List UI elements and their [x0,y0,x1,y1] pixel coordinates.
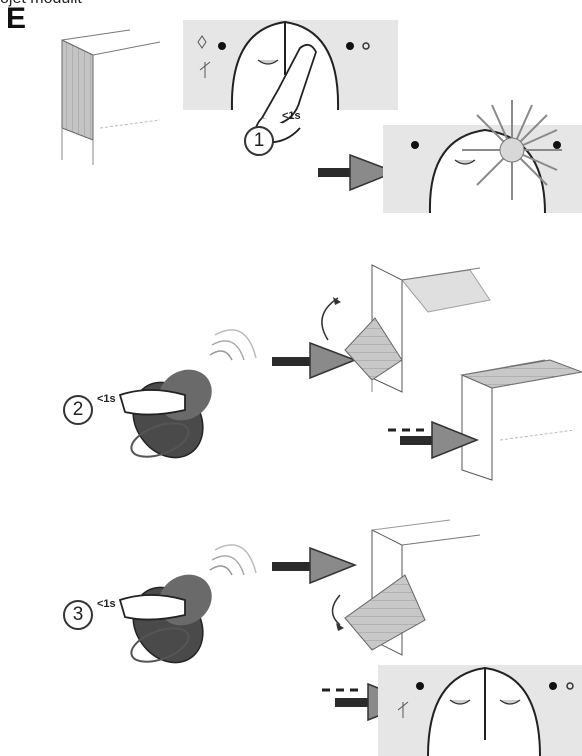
step-number-badge: 2 [63,395,93,425]
arrow-right-icon [272,341,358,380]
remote-control-icon [118,574,212,664]
signal-waves-icon [209,544,257,576]
arrow-right-icon [318,153,398,192]
remote-control-icon [118,369,212,459]
light-flash-icon [383,100,582,214]
gate-icon [61,29,161,165]
arrow-right-icon [272,546,358,585]
gate-close-icon [331,519,481,656]
section-letter: E [6,2,27,35]
gate-open-icon [460,359,582,481]
page-top-text: ojet modulit [0,0,82,8]
arrow-right-icon [388,420,480,460]
press-duration-label: <1s [282,110,301,122]
gate-open-icon [321,264,491,393]
press-duration-label: <1s [97,598,116,610]
control-box-icon [378,665,582,756]
step-number-badge: 1 [244,126,274,156]
signal-waves-icon [209,329,257,361]
step-number-badge: 3 [63,600,93,630]
press-duration-label: <1s [97,393,116,405]
